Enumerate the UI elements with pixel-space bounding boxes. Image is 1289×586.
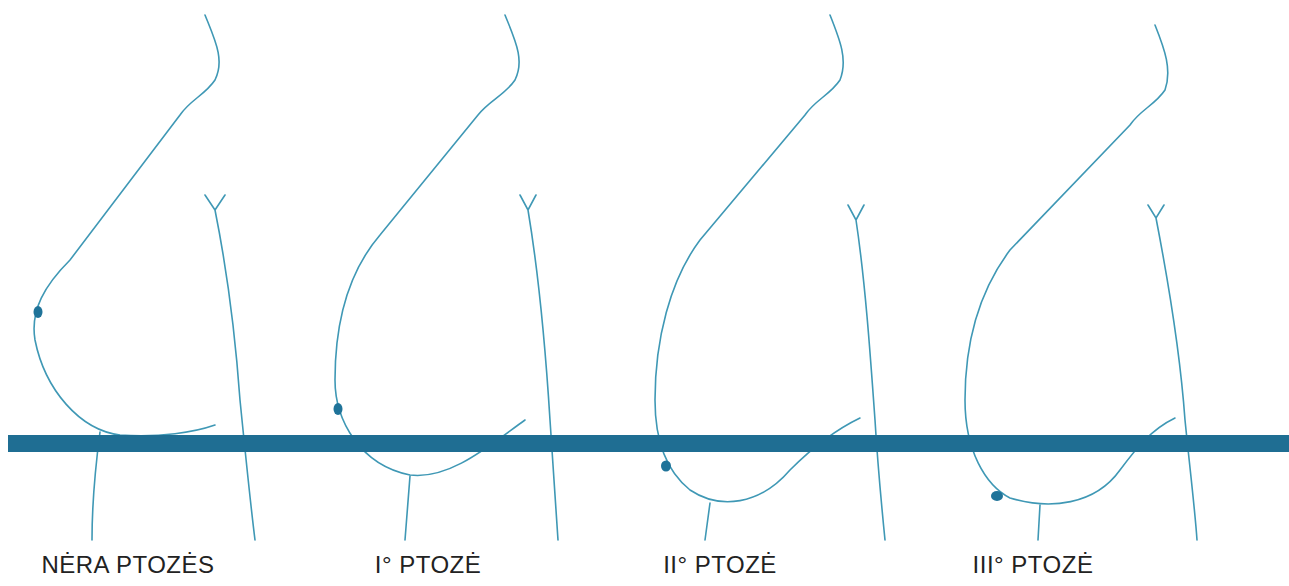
- grade-label: II° PTOZĖ: [663, 552, 777, 578]
- abdomen-line: [1038, 505, 1040, 540]
- nipple: [991, 491, 1003, 501]
- abdomen-line: [405, 476, 410, 540]
- chest-outline: [335, 15, 525, 475]
- back-line: [520, 195, 558, 540]
- chest-outline: [965, 25, 1175, 504]
- chest-outline: [655, 15, 860, 502]
- body-outlines: [34, 15, 1197, 540]
- grade-label: I° PTOZĖ: [375, 552, 482, 578]
- grade-label: NĖRA PTOZĖS: [41, 552, 214, 578]
- nipple: [34, 306, 43, 318]
- nipple: [661, 461, 671, 472]
- fold-bar: [8, 435, 1289, 452]
- nipple: [334, 403, 343, 415]
- back-line: [848, 205, 885, 540]
- nipples: [34, 306, 1004, 501]
- abdomen-line: [705, 503, 710, 540]
- chest-outline: [34, 15, 219, 436]
- grade-label: III° PTOZĖ: [973, 552, 1094, 578]
- back-line: [1148, 205, 1197, 540]
- back-line: [205, 195, 255, 540]
